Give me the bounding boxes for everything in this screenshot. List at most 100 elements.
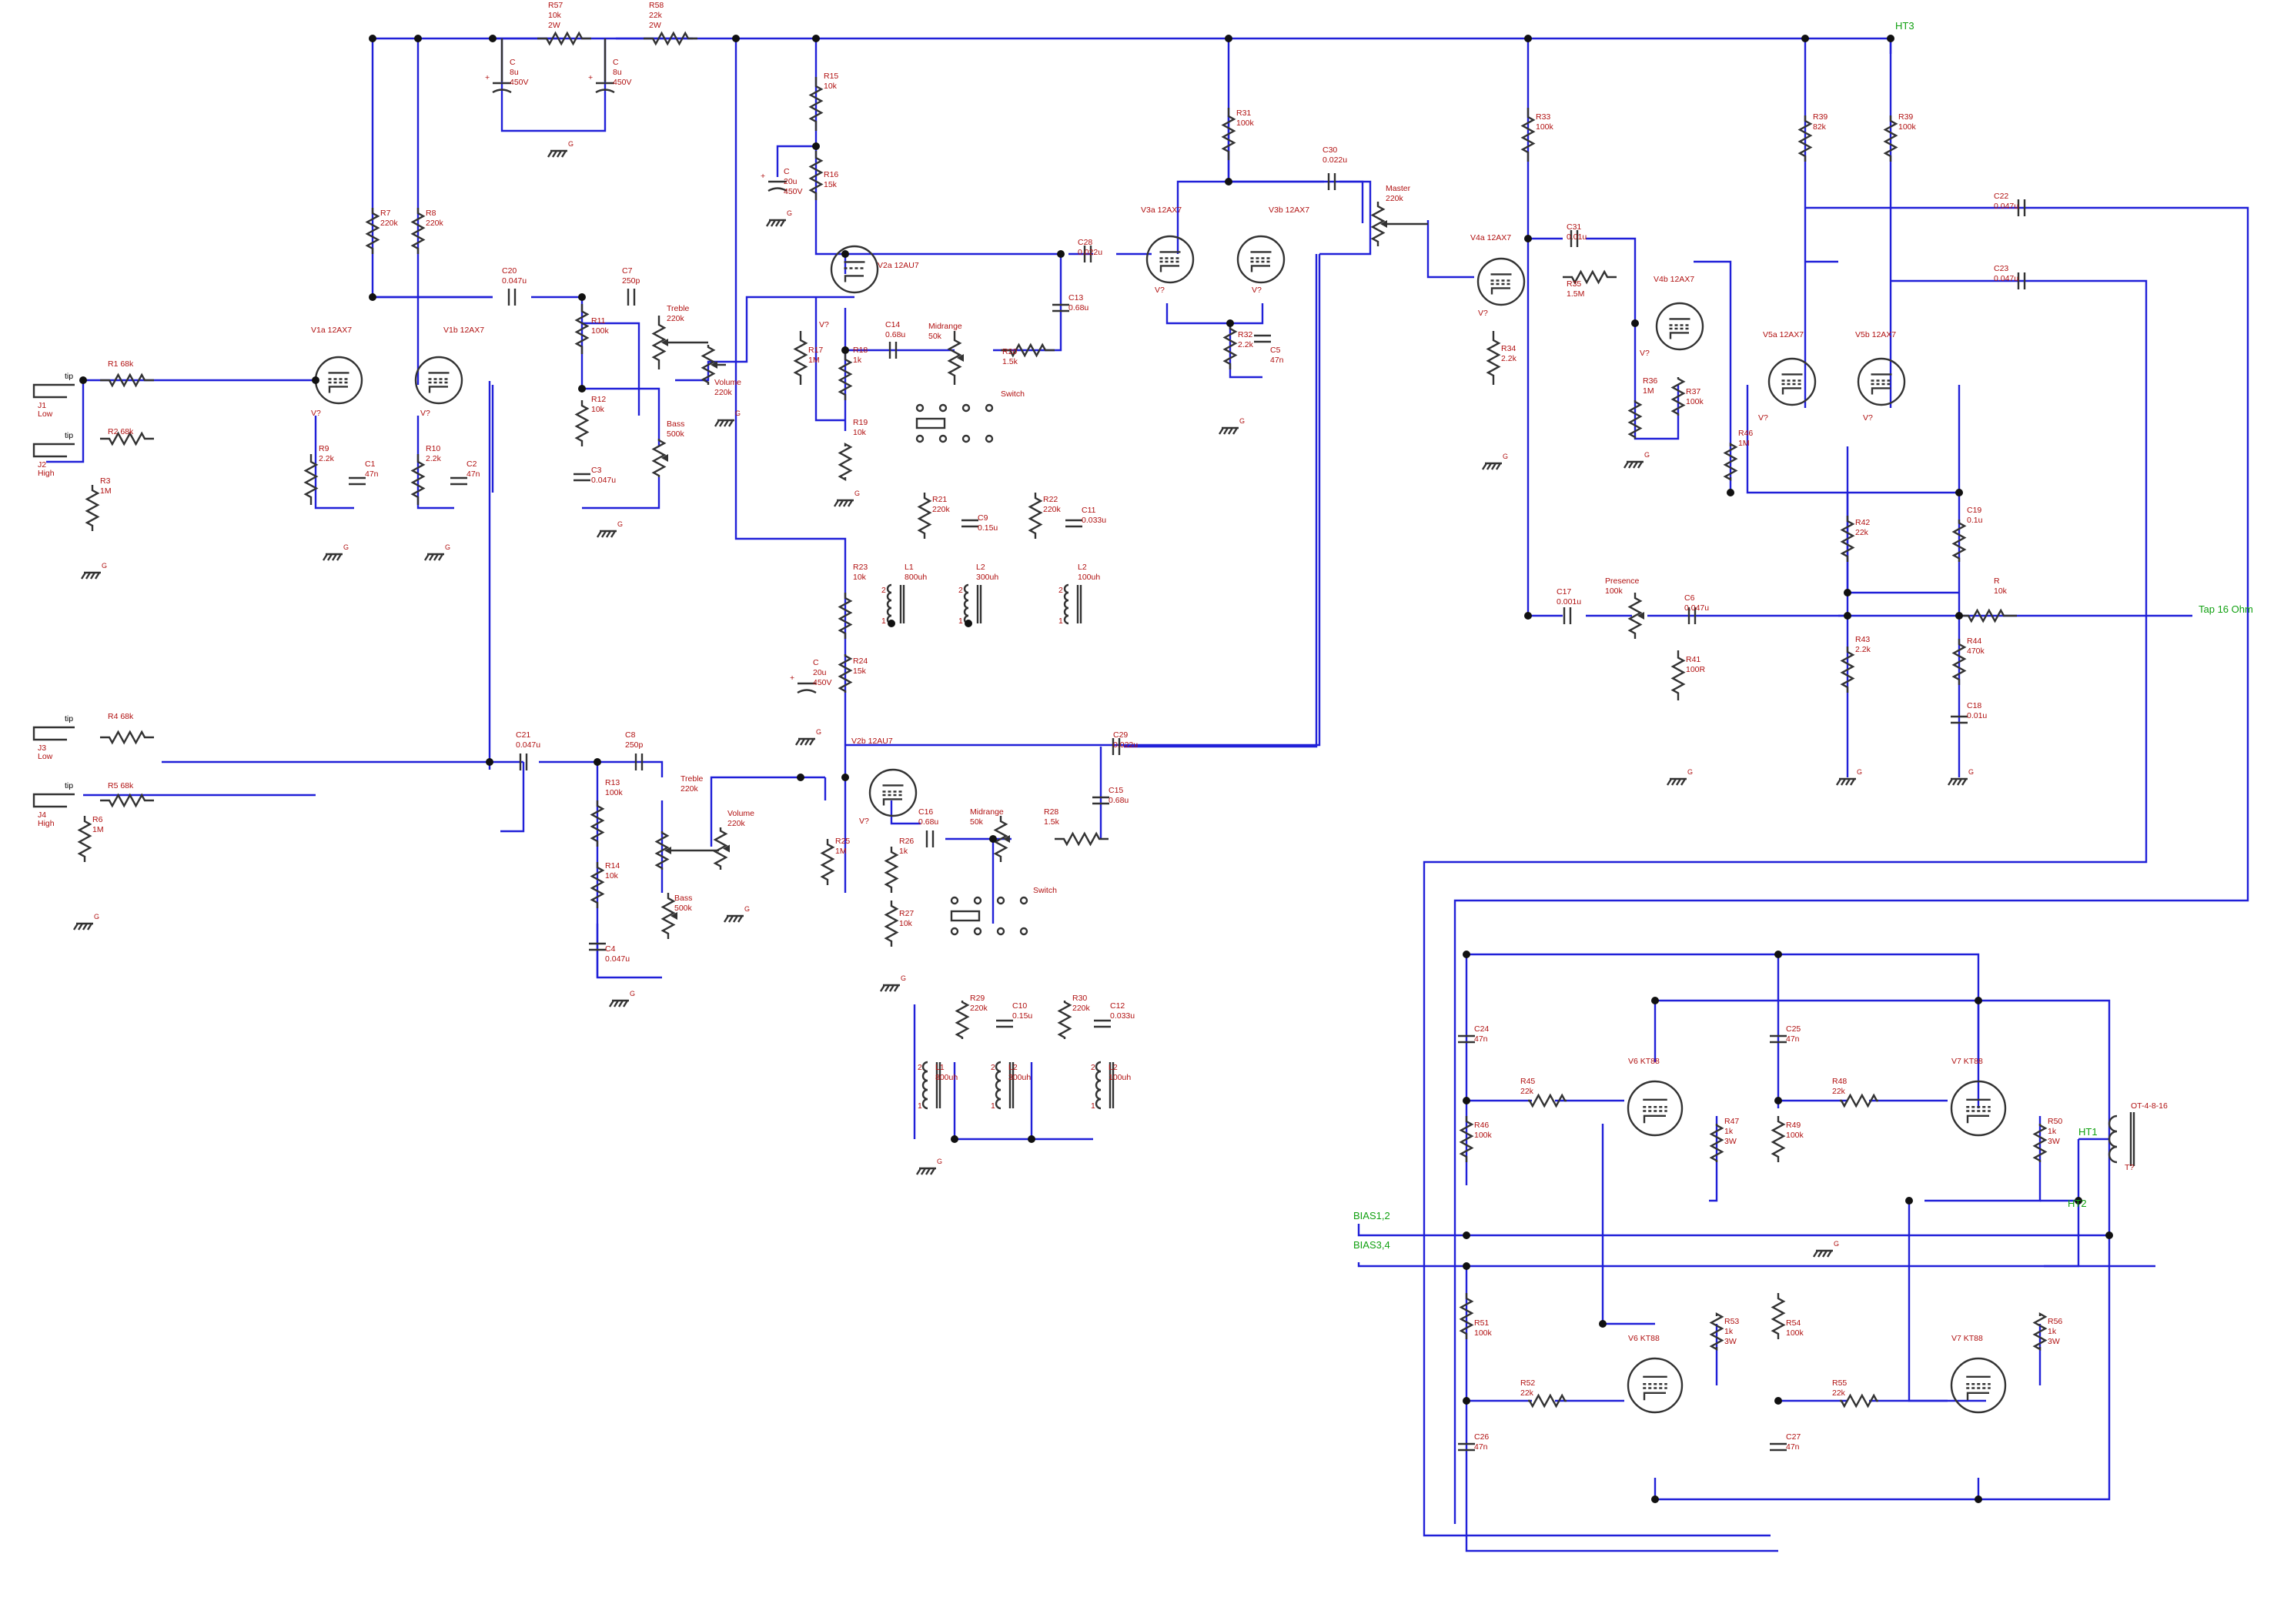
resistor	[100, 730, 154, 745]
wire	[734, 38, 847, 777]
ground-label: G	[744, 905, 750, 913]
switch-contact-icon	[938, 403, 948, 413]
junction-dot	[1524, 235, 1532, 242]
ground-hatch	[1835, 778, 1842, 786]
label-v3a: V3a 12AX7	[1141, 206, 1182, 215]
inductor-coil-icon	[921, 1061, 928, 1110]
vacuum-tube-icon	[414, 356, 463, 405]
wire	[531, 296, 584, 389]
ground-hatch	[888, 984, 895, 992]
resistor	[993, 816, 1008, 862]
vacuum-tube-icon	[1857, 357, 1906, 406]
ground-hatch	[714, 419, 721, 427]
tube-ref-mark: V?	[1252, 286, 1262, 295]
transformer-ref: T?	[2125, 1163, 2134, 1172]
ground-label: G	[1834, 1240, 1839, 1248]
ground-hatch	[1680, 778, 1687, 786]
tube-ref-mark: V?	[1863, 413, 1873, 423]
ground-hatch	[428, 553, 435, 561]
ground-hatch	[326, 553, 333, 561]
switch-contact-icon	[1019, 927, 1028, 936]
resistor	[808, 151, 824, 200]
pin-number: 1	[1058, 617, 1063, 626]
junction-dot	[841, 250, 849, 258]
ground-hatch	[1232, 427, 1239, 435]
wire	[1465, 1266, 1778, 1552]
junction-dot	[578, 293, 586, 301]
net-label-ht3: HT3	[1895, 20, 1914, 32]
wire	[993, 254, 1062, 352]
label-v4b: V4b 12AX7	[1654, 275, 1694, 284]
ground-hatch	[80, 572, 87, 580]
resistor	[1840, 516, 1855, 562]
ground-hatch	[774, 219, 781, 227]
net-label-ht2: HT2	[2068, 1198, 2087, 1209]
ground-hatch	[770, 219, 777, 227]
wire	[1908, 1201, 1986, 1402]
ground-hatch	[547, 150, 553, 158]
switch-contact-icon	[950, 896, 959, 905]
ground-hatch	[1844, 778, 1851, 786]
vacuum-tube-icon	[1627, 1080, 1684, 1137]
electrolytic-minus-plate	[595, 89, 615, 94]
ground-hatch	[842, 500, 849, 507]
resistor	[838, 442, 853, 482]
resistor	[1627, 400, 1643, 439]
inductor-coil-icon	[1095, 1061, 1102, 1110]
ground-hatch	[893, 984, 900, 992]
ground-hatch	[1812, 1250, 1819, 1258]
ground-label: G	[445, 543, 450, 551]
ground-hatch	[723, 419, 730, 427]
ground-label: G	[102, 562, 107, 570]
ground-hatch	[925, 1168, 931, 1175]
ground-hatch	[1840, 778, 1847, 786]
jack-sub: High	[38, 819, 55, 828]
resistor	[654, 831, 670, 870]
wire	[46, 380, 85, 463]
label-r1: R1 68k	[108, 359, 134, 369]
resistor	[1055, 831, 1109, 847]
net-label-ht1: HT1	[2078, 1126, 2098, 1138]
pin-number: 1	[1091, 1101, 1095, 1111]
resistor	[1001, 343, 1055, 358]
junction-dot	[1631, 319, 1639, 327]
ground-hatch	[1821, 1250, 1828, 1258]
wire	[1634, 323, 1680, 440]
tube-ref-mark: V?	[1640, 349, 1650, 358]
resistor	[820, 839, 835, 885]
junction-dot	[1801, 35, 1809, 42]
label-v3b: V3b 12AX7	[1269, 206, 1309, 215]
vacuum-tube-icon	[1627, 1357, 1684, 1414]
wire	[1654, 1235, 2111, 1501]
label-switch2: Switch	[1033, 886, 1057, 895]
vacuum-tube-icon	[830, 245, 879, 294]
junction-dot	[1905, 1197, 1913, 1205]
ground-hatch	[737, 915, 744, 923]
resistor	[884, 901, 899, 947]
resistor	[1520, 108, 1536, 162]
ground-hatch	[1481, 463, 1488, 470]
potentiometer-wiper-icon	[661, 339, 668, 346]
wire	[1709, 1116, 1718, 1202]
label-v7a: V7 KT88	[1951, 1057, 1983, 1066]
vacuum-tube-icon	[1655, 302, 1704, 351]
resistor	[1528, 1393, 1567, 1408]
junction-dot	[951, 1135, 958, 1143]
